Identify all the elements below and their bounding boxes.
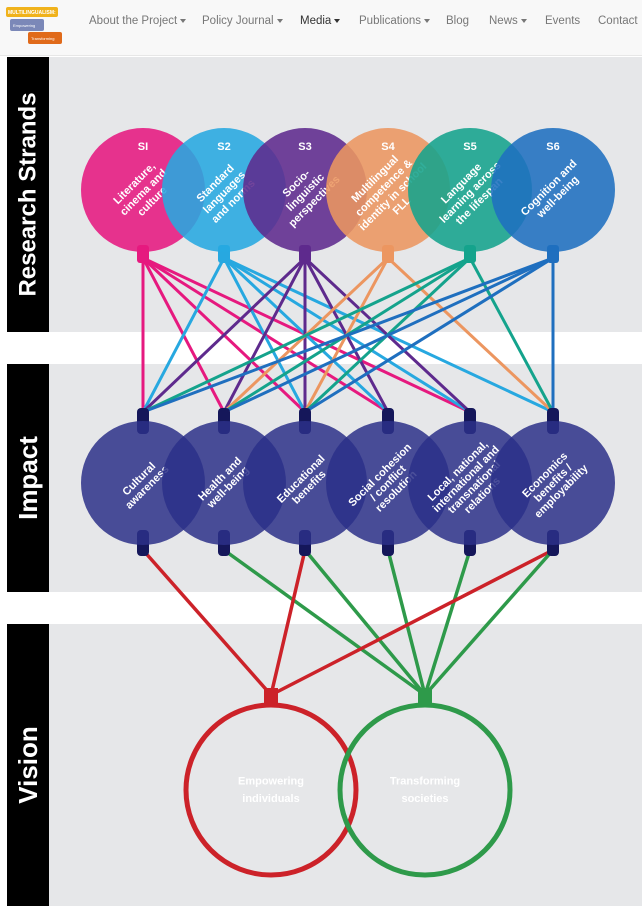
strand-impact-link [304,256,554,414]
connector-tab [264,688,278,706]
caret-down-icon [520,18,527,23]
nav-item-label: Policy Journal [202,15,274,27]
section-label-bar [7,624,49,906]
section-title-vision: Vision [13,726,43,804]
svg-text:Transforming: Transforming [31,36,54,41]
svg-text:Empowering: Empowering [13,23,35,28]
caret-down-icon [424,18,431,23]
section-title-impact: Impact [13,436,43,520]
vision-circle [183,702,359,878]
strand-circle [491,128,615,252]
impact-vision-link [222,548,427,697]
label-line: Transforming [390,776,460,788]
svg-text:MULTILINGUALISM:: MULTILINGUALISM: [8,10,56,16]
impact-circle [491,421,615,545]
strand-impact-link [223,256,554,414]
nav-item-contact[interactable]: Contact [598,15,638,27]
strand-code: S2 [217,141,230,153]
nav-item-label: Events [545,15,581,27]
impact-vision-link [386,549,427,696]
impact-vision-link [141,548,273,697]
nav-item-blog[interactable]: Blog [446,15,469,27]
multilingualism-logo[interactable]: MULTILINGUALISM: Empowering Transforming [6,7,64,45]
strand-impact-link [222,257,307,413]
impact-vision-link [423,549,472,696]
nav-item-label: About the Project [89,15,178,27]
connector-tab [418,688,432,706]
label-line: societies [401,793,448,805]
strand-code: SI [138,141,148,153]
strand-impact-link [141,257,226,413]
impact-vision-link [269,549,307,696]
strand-impact-link [141,256,307,414]
strand-impact-link [142,256,471,414]
circle-label: Empowering individuals [238,776,304,805]
vision-circle [337,702,513,878]
vision-transform[interactable]: Transforming societies [337,688,513,878]
research-impact-vision-diagram: Research StrandsImpactVisionSILiterature… [7,57,642,906]
strand-code: S4 [381,141,395,153]
nav-item-news[interactable]: News [489,15,527,27]
strand-code: S6 [546,141,559,153]
nav-menu: About the Project Policy Journal Media Publ… [0,15,642,35]
label-line: Empowering [238,776,304,788]
nav-item-label: Blog [446,15,470,27]
nav-item-publications[interactable]: Publications [359,15,431,27]
strand-code: S3 [298,141,311,153]
section-label-bar [7,57,49,332]
nav-item-events[interactable]: Events [545,15,580,27]
strand-impact-link [142,256,554,414]
vision-empower[interactable]: Empowering individuals [183,688,359,878]
nav-item-label: Media [300,15,332,27]
strand-code: S5 [463,141,476,153]
impact-vision-link [423,548,555,697]
impact-vision-link [303,548,427,697]
nav-item-about-the-project[interactable]: About the Project [89,15,187,27]
circle-label: Transforming societies [390,776,460,805]
caret-down-icon [334,18,341,23]
nav-item-label: News [489,15,518,27]
impact-6[interactable]: Economicsbenefits /employability [491,408,615,556]
section-label-bar [7,364,49,592]
top-navbar: MULTILINGUALISM: Empowering Transforming… [0,0,642,56]
impact-vision-link [270,548,554,697]
nav-item-label: Publications [359,15,422,27]
nav-item-policy-journal[interactable]: Policy Journal [202,15,283,27]
section-title-research: Research Strands [15,92,42,296]
caret-down-icon [180,18,187,23]
caret-down-icon [276,18,283,23]
label-line: individuals [242,793,299,805]
nav-item-media[interactable]: Media [300,15,341,27]
nav-item-label: Contact [598,15,638,27]
